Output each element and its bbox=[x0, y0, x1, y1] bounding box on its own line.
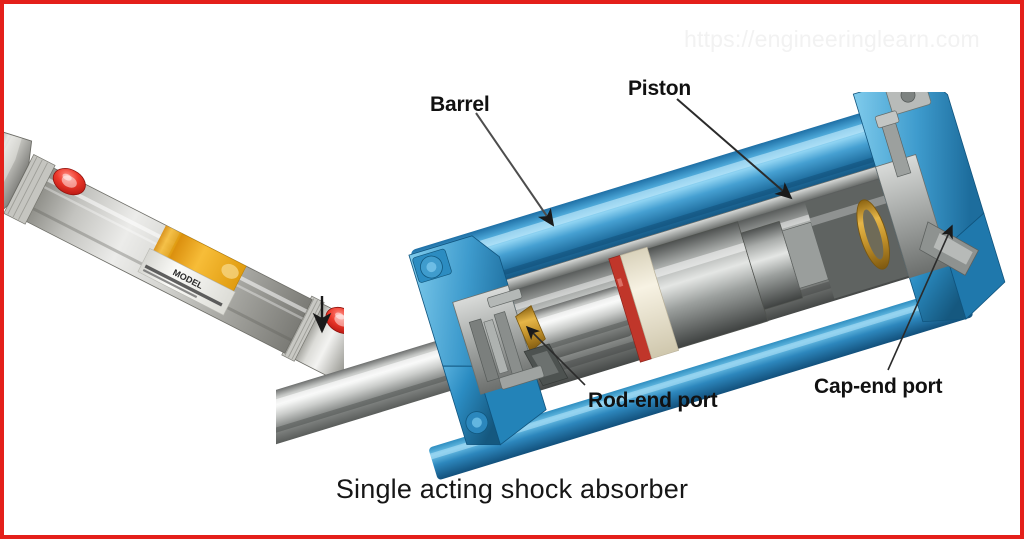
photo-top-port-red bbox=[325, 306, 344, 335]
site-watermark: https://engineeringlearn.com bbox=[684, 26, 980, 52]
figure-canvas: https://engineeringlearn.com bbox=[4, 4, 1020, 535]
label-cap-end-port: Cap-end port bbox=[814, 375, 943, 398]
cylinder-photograph: MODEL bbox=[4, 129, 344, 384]
photo-cylinder-labels: MODEL bbox=[137, 225, 247, 316]
piston-wear-band bbox=[619, 246, 680, 360]
label-barrel: Barrel bbox=[430, 93, 490, 116]
rod-gland-seal bbox=[468, 318, 500, 383]
label-piston: Piston bbox=[628, 77, 691, 100]
photo-bottom-port-red bbox=[52, 168, 86, 196]
brass-bushing bbox=[856, 199, 890, 270]
label-rod-end-port: Rod-end port bbox=[588, 389, 718, 412]
figure-caption: Single acting shock absorber bbox=[335, 474, 689, 504]
rod-end-head bbox=[408, 235, 569, 446]
cutaway-diagram bbox=[276, 92, 1006, 480]
photo-bottom-end-cap bbox=[4, 129, 86, 225]
photo-hex-nut-1 bbox=[4, 129, 33, 221]
cap-end-bolt bbox=[900, 92, 916, 103]
